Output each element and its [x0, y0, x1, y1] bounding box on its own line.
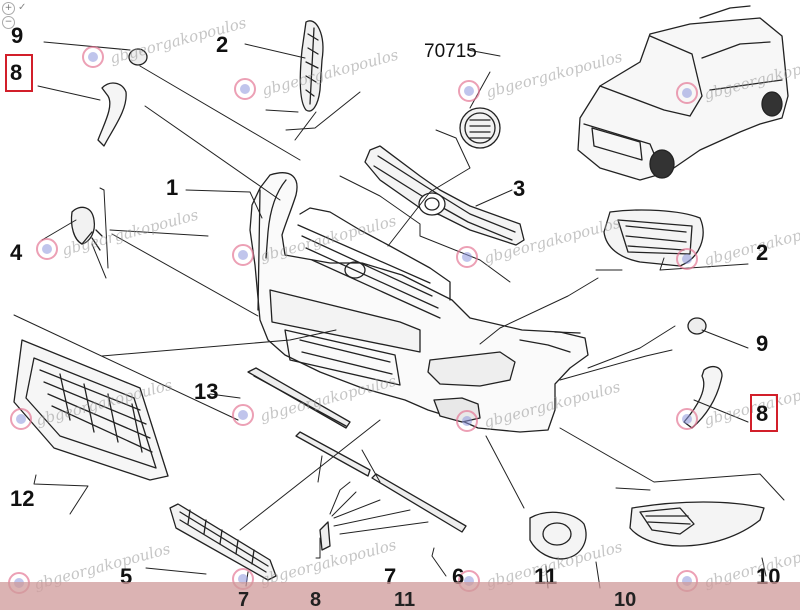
fog-bracket-top-part	[299, 20, 324, 112]
watermark-logo-icon	[456, 246, 478, 268]
highlight-box-right	[750, 394, 778, 432]
callout-13[interactable]: 13	[194, 379, 219, 404]
side-trim-left-part	[97, 48, 148, 147]
callout-2-right[interactable]: 2	[756, 240, 769, 265]
callout-7-bottom[interactable]: 7	[238, 589, 250, 611]
watermark-logo-icon	[676, 408, 698, 430]
callout-4[interactable]: 4	[10, 240, 23, 265]
watermark-logo-icon	[82, 46, 104, 68]
callout-1[interactable]: 1	[166, 175, 179, 200]
lower-strip-part	[295, 431, 467, 551]
callout-11-bottom[interactable]: 11	[394, 589, 416, 611]
callout-8-left[interactable]: 8	[10, 60, 23, 85]
callout-12[interactable]: 12	[10, 486, 35, 511]
checkbox-icon[interactable]: ✓	[18, 2, 27, 13]
watermark-logo-icon	[234, 78, 256, 100]
zoom-in-icon[interactable]: +	[2, 2, 15, 15]
bottom-overlay-bar	[0, 582, 800, 610]
callout-8-bottom[interactable]: 8	[310, 589, 322, 611]
callout-9-right[interactable]: 9	[756, 331, 769, 356]
emblem-part	[459, 107, 501, 149]
lower-grille-part	[169, 503, 277, 581]
callout-3[interactable]: 3	[513, 176, 526, 201]
watermark-logo-icon	[458, 80, 480, 102]
leader-lines	[13, 41, 785, 589]
watermark-logo-icon	[456, 410, 478, 432]
fog-lamp-round-part	[529, 511, 587, 560]
callout-9-left[interactable]: 9	[11, 23, 24, 48]
watermark-logo-icon	[232, 244, 254, 266]
fog-lamp-left-part	[70, 206, 107, 279]
callout-70715[interactable]: 70715	[424, 41, 477, 62]
watermark-logo-icon	[676, 248, 698, 270]
center-strip-part	[247, 367, 351, 429]
lower-grille-frame-part	[13, 339, 169, 481]
front-bumper-part	[249, 172, 589, 433]
watermark-logo-icon	[10, 408, 32, 430]
callout-10-bottom[interactable]: 10	[614, 589, 637, 611]
upper-grille-part	[364, 145, 525, 246]
highlight-box-left	[5, 54, 33, 92]
callout-8-right[interactable]: 8	[756, 401, 769, 426]
fog-grille-right-part	[629, 501, 765, 547]
watermark-logo-icon	[232, 404, 254, 426]
callout-2-top[interactable]: 2	[216, 32, 229, 57]
watermark-logo-icon	[676, 82, 698, 104]
zoom-out-icon[interactable]: −	[2, 16, 15, 29]
watermark-logo-icon	[36, 238, 58, 260]
